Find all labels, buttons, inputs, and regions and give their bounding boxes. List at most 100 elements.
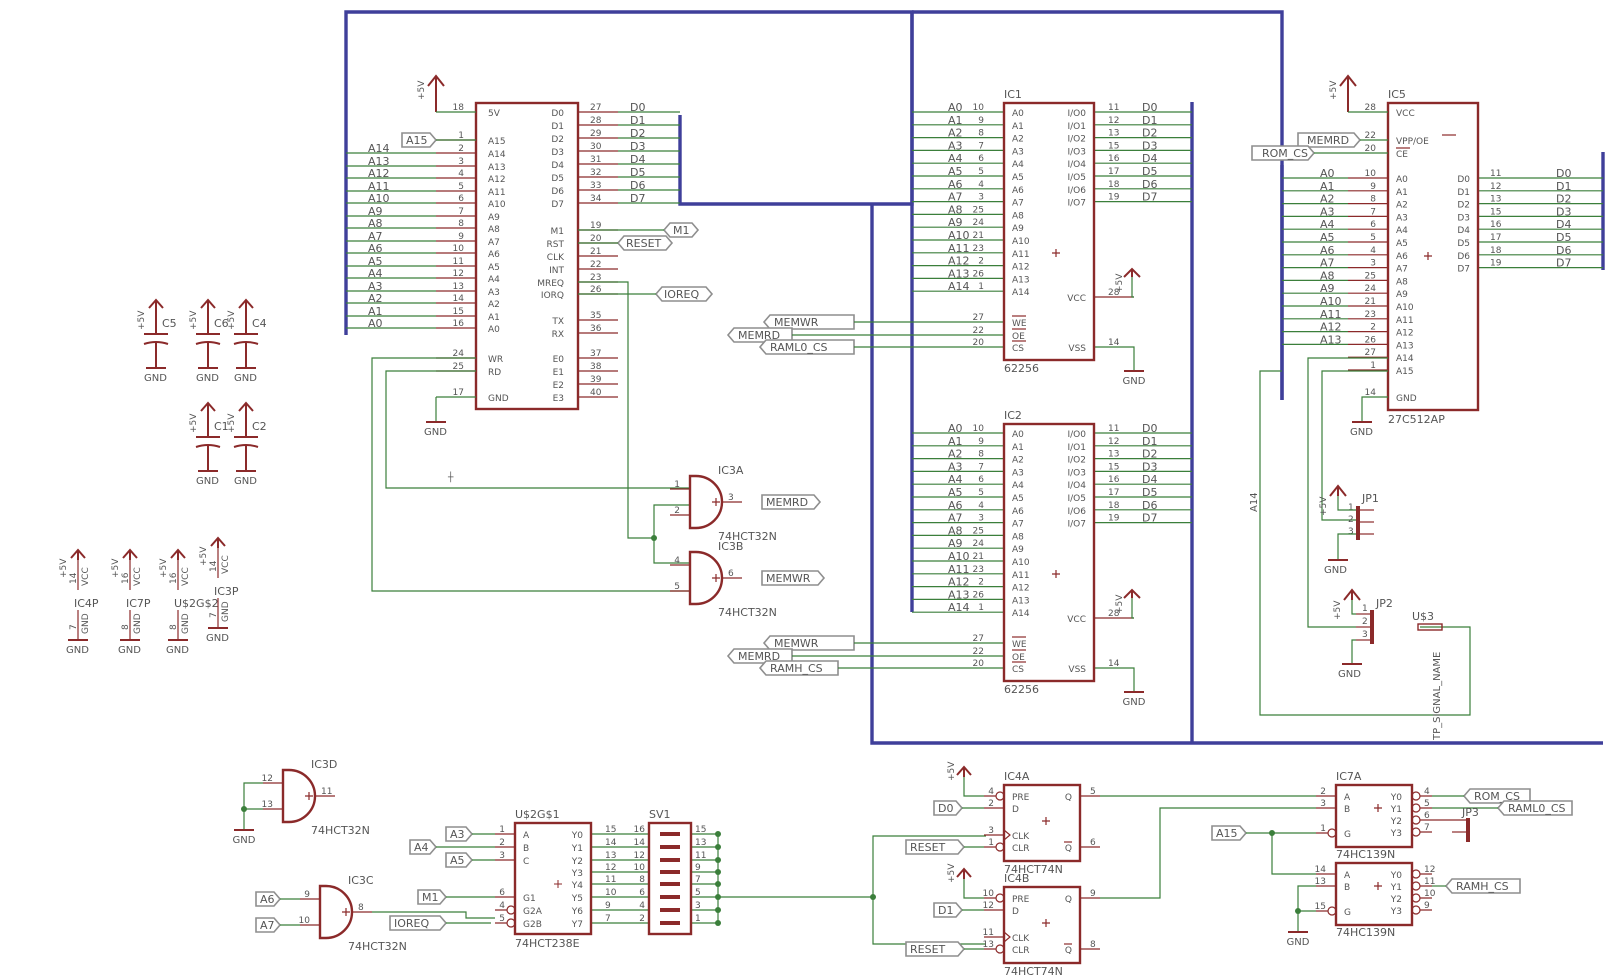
rom-addr-num-8: 8 [1370,195,1376,205]
cpu-rpin-name-M1: M1 [551,227,565,237]
ic3d-origin [305,792,313,800]
ic7a-out-num-6: 6 [1424,811,1430,821]
ic4a-name-clr: CLR [1012,844,1030,854]
ic3d-junction [241,806,247,812]
rom-addr-name-A0: A0 [1396,175,1408,185]
jp3-body [1466,818,1470,842]
ic4a-pre-pwr-arrow [956,765,972,777]
ic2-addr-net-A3: A3 [948,460,963,473]
ic2-flag-MEMRD-text: MEMRD [738,650,780,663]
rom-data-name-D2: D2 [1457,201,1470,211]
ic1-addr-name-A7: A7 [1012,199,1024,209]
supply-2-pwr [170,548,186,560]
cpu-pin-num-4: 4 [458,169,464,179]
ic2-addr-num-6: 6 [978,475,984,485]
ic1-data-num-13: 13 [1108,129,1119,139]
flag-memrd-gate [761,494,822,510]
rom-addr-num-25: 25 [1365,271,1376,281]
flag-romcs-rom [1251,145,1316,161]
sv1-pin-1 [660,845,680,849]
ic1-addr-num-6: 6 [978,154,984,164]
cpu-pin-name-A9: A9 [488,213,500,223]
ic2-addr-net-A11: A11 [948,563,970,576]
ic2-data-net-D0: D0 [1142,422,1157,435]
ic2-vss-wire [1094,667,1135,692]
ic1-data-name-I/O4: I/O4 [1068,160,1087,170]
cpu-rpin-num-39: 39 [590,375,602,385]
ic2-ctrl-name-OE: OE [1012,653,1025,663]
ic1-addr-net-A10: A10 [948,229,970,242]
ic4a-num-clr: 1 [988,838,994,848]
cap-C4-plate-bot [233,341,259,345]
cpu-rpin-num-26: 26 [590,285,602,295]
flipflop-ic4a: IC4A 74HCT74N [1002,770,1082,876]
jp1-gnd-label: GND [1324,565,1347,576]
supply-3-gnd-label: GND [206,633,229,644]
ic2-data-num-15: 15 [1108,462,1119,472]
ic4b-flag-reset [905,941,966,957]
ic2-data-num-17: 17 [1108,488,1119,498]
cap-C2-plate-bot [233,444,259,448]
ic1-addr-num-10: 10 [973,103,985,113]
dec238-origin [554,880,562,888]
ic4a-name: IC4A [1004,770,1030,783]
ic1-addr-net-A4: A4 [948,152,963,165]
ic2-vcc-name: VCC [1067,615,1086,625]
jp2-power [1343,588,1361,601]
dec238-rname-Y3: Y3 [571,869,583,879]
cap-C4-pwr-label: +5V [227,310,237,330]
cap-C2-pwr [238,401,254,413]
rom-addr-num-27: 27 [1365,348,1376,358]
ic3d-in2-num: 13 [262,800,273,810]
ic4b-q-name: Q [1065,895,1072,905]
ic7b-out-num-12: 12 [1424,865,1435,875]
ic4b-flag-D1 [933,902,964,918]
ic3a-name: IC3A [718,464,744,477]
bus-outline-mid [912,10,1284,400]
dec238-rnum-14: 14 [605,838,617,848]
ic2-data-name-I/O2: I/O2 [1068,456,1087,466]
cpu-rpin-num-23: 23 [590,273,601,283]
jp1-body [1356,506,1360,540]
cpu-pin-num-15: 15 [453,307,464,317]
ic2-addr-name-A10: A10 [1012,558,1030,568]
ic2-addr-net-A12: A12 [948,576,970,589]
ic2-addr-name-A8: A8 [1012,532,1024,542]
ic1-data-net-D4: D4 [1142,152,1157,165]
ic2-addr-num-5: 5 [978,488,984,498]
ic1-data-net-D1: D1 [1142,114,1157,127]
decoder-139-b: 74HC139N [1334,861,1414,939]
ic4a-flag-D0 [933,800,964,816]
ic1-data-num-17: 17 [1108,167,1119,177]
ic7a-out-num-4: 4 [1424,787,1430,797]
ic4b-pre-wire [963,879,984,899]
cap-C2-gnd-label: GND [234,476,257,487]
ic2-data-name-I/O1: I/O1 [1068,443,1087,453]
cpu-rpin-num-27: 27 [590,103,601,113]
supply-0-gnd-text: GND [81,613,91,634]
cpu-pin-num-8: 8 [458,219,464,229]
rom-addr-name-A5: A5 [1396,239,1408,249]
ic1-addr-num-26: 26 [973,269,985,279]
ic1-ctrl-name-OE: OE [1012,332,1025,342]
cpu-data-net-D7: D7 [630,192,645,205]
sv1-rnum-13: 13 [695,838,706,848]
ic2-addr-net-A0: A0 [948,422,963,435]
supply-3-vcc-text: VCC [221,555,231,574]
ic2-addr-num-25: 25 [973,526,984,536]
ic1-ctrl-num-20: 20 [973,338,985,348]
cpu-pin-num-13: 13 [453,282,464,292]
rom-addr-net-A12: A12 [1320,321,1342,334]
flag-memwr-gate-text: MEMWR [766,572,811,585]
ic2-vcc-wire [1131,598,1134,619]
cpu-addr-net-A1: A1 [368,305,383,318]
rom-top-name-0: VCC [1396,109,1415,119]
dec238-rname-Y5: Y5 [571,894,583,904]
ic4b-num-d: 12 [983,901,994,911]
cpu-pin-name-A8: A8 [488,225,500,235]
sv1-rnum-11: 11 [695,851,706,861]
ic3b-name: IC3B [718,540,743,553]
ic1-addr-name-A3: A3 [1012,147,1024,157]
ic2-data-num-11: 11 [1108,424,1119,434]
